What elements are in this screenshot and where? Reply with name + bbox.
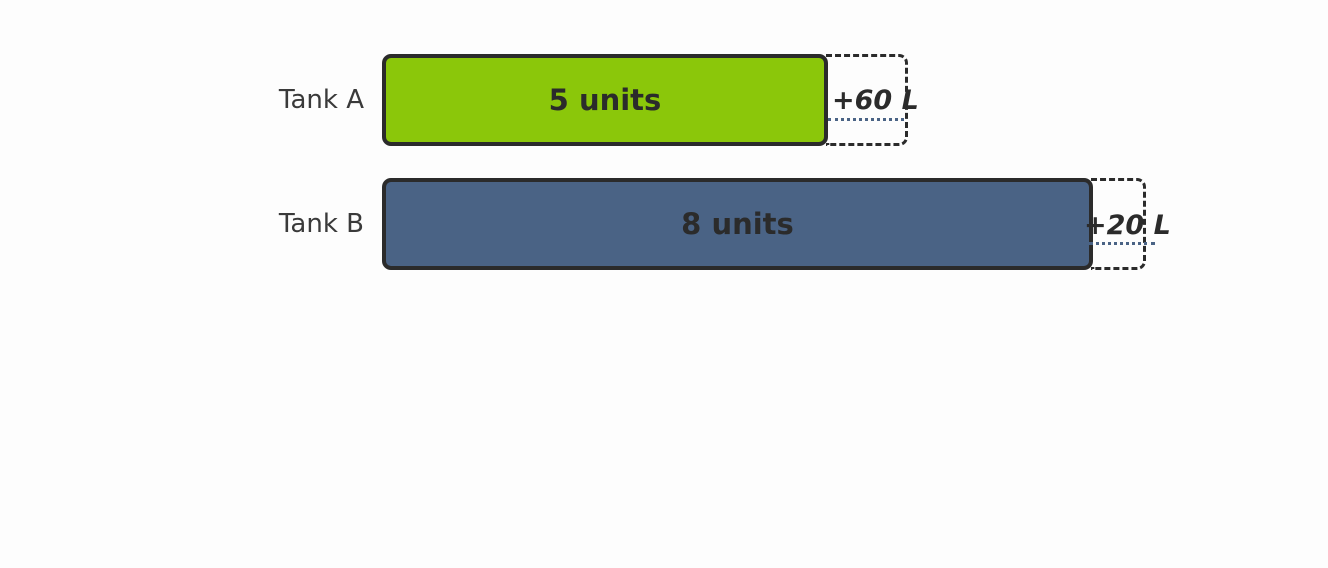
- tank-b-units-text: 8 units: [681, 207, 794, 241]
- tank-a-units-text: 5 units: [548, 83, 662, 117]
- tank-a-bar: 5 units: [382, 54, 828, 146]
- tank-b-extra-underline: [1089, 242, 1155, 245]
- tank-a-label: Tank A: [278, 85, 364, 115]
- tank-a-extra-underline: [828, 118, 904, 121]
- tank-b-bar: 8 units: [382, 178, 1093, 270]
- tank-b-extra-box: [1091, 178, 1146, 270]
- tank-a-extra-label: +60 L: [832, 85, 919, 116]
- tank-b-label: Tank B: [278, 209, 364, 239]
- tank-b-extra-label: +20 L: [1084, 210, 1171, 241]
- tank-a-extra-box: [826, 54, 908, 146]
